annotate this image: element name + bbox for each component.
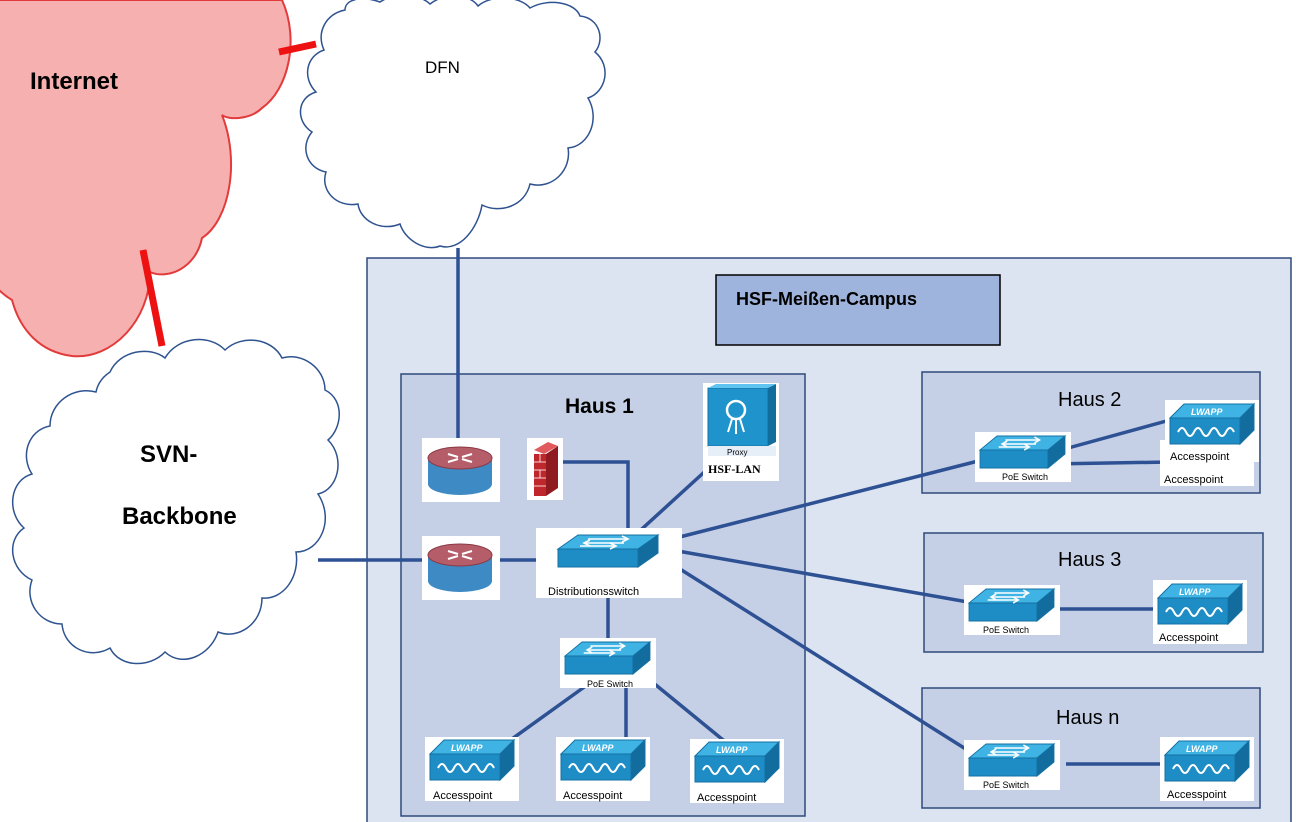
haus1-ap1-label: Accesspoint	[433, 790, 492, 802]
campus-title: HSF-Meißen-Campus	[736, 289, 917, 309]
distribution-switch-icon	[557, 534, 659, 568]
hausn-poe-switch-label: PoE Switch	[983, 780, 1029, 790]
haus2-title: Haus 2	[1058, 389, 1121, 411]
haus1-ap2-label: Accesspoint	[563, 790, 622, 802]
dfn-label: DFN	[425, 58, 460, 77]
internet-cloud	[0, 0, 292, 358]
hausn-poe-switch-icon	[968, 743, 1055, 777]
campus-title-box	[715, 274, 1001, 346]
haus3-ap-lwapp: LWAPP	[1179, 587, 1212, 597]
haus1-poe-switch-label: PoE Switch	[587, 679, 633, 689]
haus1-ap3-lwapp: LWAPP	[716, 745, 749, 755]
proxy-caption: HSF-LAN	[708, 462, 761, 476]
svn-backbone-cloud	[11, 338, 340, 665]
haus1-ap3-label: Accesspoint	[697, 792, 756, 804]
internet-label: Internet	[30, 68, 118, 95]
svn-label-line2: Backbone	[122, 503, 237, 530]
haus3-ap-label: Accesspoint	[1159, 632, 1218, 644]
hausn-title: Haus n	[1056, 707, 1119, 729]
haus1-ap2-lwapp: LWAPP	[582, 743, 615, 753]
haus1-title: Haus 1	[565, 395, 634, 418]
svn-label-line1: SVN-	[140, 441, 197, 468]
proxy-server	[703, 383, 779, 481]
hausn-ap-label: Accesspoint	[1167, 789, 1226, 801]
haus3-poe-switch-icon	[968, 588, 1055, 622]
haus1-ap1-lwapp: LWAPP	[451, 743, 484, 753]
haus2-ap-back-label: Accesspoint	[1164, 474, 1223, 486]
firewall-icon	[527, 438, 563, 500]
haus3-poe-switch-label: PoE Switch	[983, 625, 1029, 635]
haus3-title: Haus 3	[1058, 549, 1121, 571]
haus2-poe-switch-label: PoE Switch	[1002, 472, 1048, 482]
internet-dfn-link	[278, 40, 317, 56]
router-1-icon	[427, 446, 493, 496]
haus1-poe-switch-icon	[564, 641, 651, 675]
dfn-cloud	[299, 0, 606, 249]
hausn-ap-lwapp: LWAPP	[1186, 744, 1219, 754]
haus2-ap-front-lwapp: LWAPP	[1191, 407, 1224, 417]
haus2-ap-front-label: Accesspoint	[1170, 451, 1229, 463]
haus2-poe-switch-icon	[979, 435, 1066, 469]
internet-svn-link	[139, 249, 166, 347]
router-2-icon	[427, 543, 493, 593]
distribution-switch-label: Distributionsswitch	[548, 586, 639, 598]
proxy-label: Proxy	[727, 448, 747, 457]
